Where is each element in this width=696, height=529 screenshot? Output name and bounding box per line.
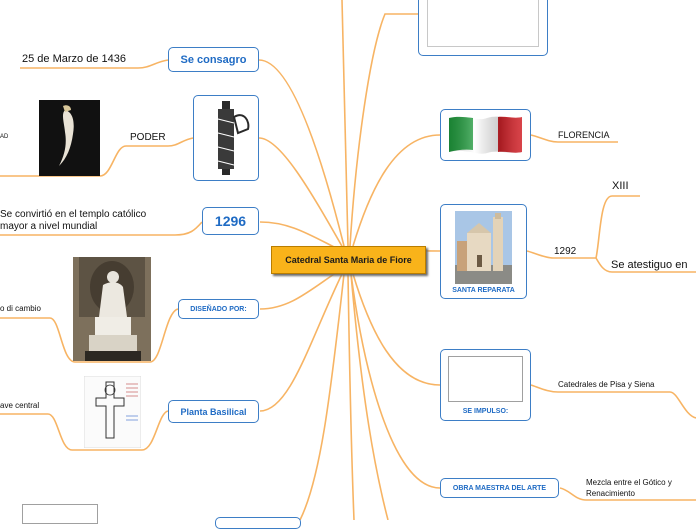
node-1296[interactable]: 1296 (202, 207, 259, 235)
floor-plan-image (83, 375, 142, 449)
year-detail-line1: Se convirtió en el templo católico (0, 209, 147, 220)
link-impulso-detail (530, 384, 696, 419)
florencia-label: FLORENCIA (558, 130, 610, 140)
italy-flag-icon (449, 116, 522, 154)
link-disenado (259, 269, 341, 310)
link-consagro-detail (20, 59, 169, 69)
poder-cut-text: AD (0, 134, 9, 140)
node-obra-maestra[interactable]: OBRA MAESTRA DEL ARTE (440, 478, 559, 498)
central-topic-label: Catedral Santa Maria de Fiore (285, 255, 412, 265)
link-planta (259, 273, 343, 412)
horn-amulet-image (39, 100, 100, 176)
top-image-frame (427, 0, 539, 47)
obra-detail-line2: Renacimiento (586, 489, 635, 498)
node-santa-reparata[interactable]: SANTA REPARATA (440, 204, 527, 299)
link-poder (258, 137, 344, 249)
impulso-detail: Catedrales de Pisa y Siena (558, 380, 655, 389)
link-bottom-1 (347, 273, 355, 520)
node-disenado-por[interactable]: DISEÑADO POR: (178, 299, 259, 319)
node-planta-basilical-label: Planta Basilical (180, 406, 247, 417)
link-bottom-2 (350, 273, 389, 520)
link-poder-image (0, 145, 127, 177)
planta-detail: ave central (0, 401, 40, 410)
fasces-icon (217, 101, 250, 175)
church-image (455, 211, 512, 284)
link-planta-detail (0, 410, 169, 451)
link-consagro (258, 59, 345, 247)
node-italy-flag[interactable] (440, 109, 531, 161)
node-planta-basilical[interactable]: Planta Basilical (168, 400, 259, 423)
node-fasces-image[interactable] (193, 95, 259, 181)
top-image-node[interactable] (418, 0, 548, 56)
link-1296-detail (0, 221, 203, 236)
obra-detail: Mezcla entre el Gótico y Renacimiento (586, 477, 672, 499)
bottom-left-image (22, 504, 98, 524)
year-detail: Se convirtió en el templo católico mayor… (0, 209, 146, 233)
link-obra (350, 273, 441, 489)
year-detail-line2: mayor a nivel mundial (0, 221, 98, 232)
reparata-atestiguo: Se atestiguo en (611, 259, 688, 271)
statue-image (73, 257, 151, 361)
link-florencia (352, 134, 441, 247)
poder-label: PODER (130, 132, 166, 143)
node-se-consagro[interactable]: Se consagro (168, 47, 259, 72)
link-atestiguo (595, 257, 696, 273)
bottom-partial-node[interactable] (215, 517, 301, 529)
se-impulso-caption: SE IMPULSO: (462, 408, 509, 415)
node-disenado-por-label: DISEÑADO POR: (190, 305, 247, 313)
impulso-image (448, 356, 523, 402)
link-xiii (595, 195, 640, 259)
link-1296 (259, 221, 341, 251)
obra-detail-line1: Mezcla entre el Gótico y (586, 478, 672, 487)
disenado-detail: o di cambio (0, 304, 41, 313)
node-obra-maestra-label: OBRA MAESTRA DEL ARTE (452, 484, 547, 492)
link-top-2 (349, 13, 418, 247)
node-se-impulso[interactable]: SE IMPULSO: (440, 349, 531, 421)
link-disenado-detail (0, 308, 179, 363)
central-topic[interactable]: Catedral Santa Maria de Fiore (271, 246, 426, 274)
link-poder-detail (126, 137, 194, 147)
link-florencia-detail (530, 134, 618, 143)
link-top-1 (341, 0, 349, 247)
node-se-consagro-label: Se consagro (180, 53, 247, 66)
link-obra-detail (559, 487, 696, 501)
link-impulso (352, 273, 441, 386)
consagro-date: 25 de Marzo de 1436 (22, 53, 126, 65)
reparata-year: 1292 (554, 246, 577, 257)
node-1296-label: 1296 (214, 213, 247, 229)
link-reparata-detail (526, 250, 596, 259)
reparata-century: XIII (612, 180, 629, 192)
link-bottom-left (299, 273, 345, 520)
santa-reparata-caption: SANTA REPARATA (452, 287, 515, 294)
